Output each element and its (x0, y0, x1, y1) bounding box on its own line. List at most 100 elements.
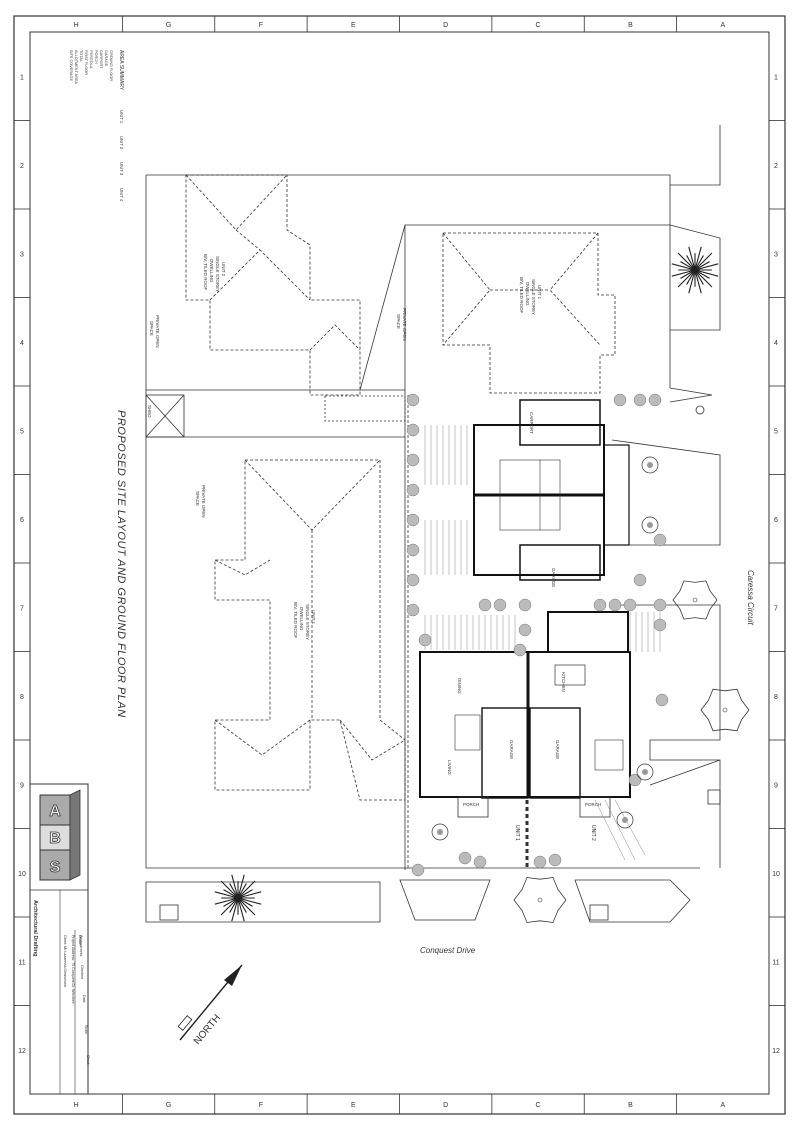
area-summary-row-label: FIRST FLOOR (84, 50, 88, 75)
garage-label-3: GARAGE (555, 740, 560, 759)
shrub-icon (406, 573, 420, 587)
area-summary-header: UNIT 4 (119, 188, 124, 202)
area-summary-row-label: PERGOLA (89, 50, 93, 69)
area-summary-header: UNIT 2 (119, 136, 124, 150)
title-block-field: Date (82, 995, 86, 1003)
rainwater-tank-icon (641, 456, 659, 474)
neighbour-unit3-roof (442, 232, 616, 394)
kitchen-label: KITCHEN (561, 672, 566, 692)
title-block-field: Checked (80, 965, 84, 979)
border-row-label: 10 (18, 871, 26, 878)
title-block-field: Amendments: (79, 935, 83, 957)
corner-splay (649, 759, 721, 786)
pit (707, 789, 721, 805)
rainwater-tank-icon (647, 522, 653, 528)
title-block-field: Scale (84, 1025, 88, 1034)
border-row-label: 8 (20, 694, 24, 701)
unit2-label-line4: B/V, TILED ROOF (203, 254, 208, 291)
border-col-label: F (259, 1102, 263, 1109)
logo-letter-a: A (49, 803, 61, 820)
unit2-label-line2: SINGLE STOREY (215, 256, 220, 292)
area-summary-row-label: ALLOTMENT AREA (74, 50, 78, 84)
shrub-icon (518, 598, 532, 612)
shrub-icon (513, 643, 527, 657)
porch-label-1: PORCH (463, 802, 479, 807)
outer-border (13, 15, 786, 1115)
carport-label: CARPORT (529, 412, 534, 434)
border-col-label: C (536, 1102, 541, 1109)
neighbour-unit2-roof (185, 174, 361, 396)
border-row-label: 6 (20, 517, 24, 524)
unit1-west-label-line3: DWELLING (299, 607, 304, 631)
area-summary-row-label: GARAGE (104, 50, 108, 67)
border-col-label: D (443, 1102, 448, 1109)
shrub-icon (653, 598, 667, 612)
area-summary-row-label: PORCH (94, 50, 98, 64)
shrub-icon (493, 598, 507, 612)
rainwater-tank-icon (622, 817, 628, 823)
abs-logo: A B S (39, 789, 81, 881)
title-block-field: Sheet (86, 1055, 90, 1064)
driveway-easement (324, 395, 406, 422)
boundary-peg (669, 387, 713, 403)
shrub-icon (653, 533, 667, 547)
border-row-label: 2 (20, 163, 24, 170)
unit1-west-label-line1: UNIT 1 (311, 610, 316, 625)
border-row-label: 12 (772, 1048, 780, 1055)
unit2-label-line1: UNIT 2 (221, 262, 226, 277)
shrub-icon (458, 851, 472, 865)
pos-label-2-line2: SPACE (396, 314, 401, 329)
shrub-icon (406, 393, 420, 407)
shrub-icon (418, 633, 432, 647)
border-row-label: 7 (20, 605, 24, 612)
shrub-icon (623, 598, 637, 612)
border-col-label: A (720, 1102, 725, 1109)
pos-label-3-line2: SPACE (195, 491, 200, 506)
border-row-label: 3 (774, 251, 778, 258)
border-row-label: 6 (774, 517, 778, 524)
area-summary-header: UNIT 1 (119, 110, 124, 124)
east-boundary-upper (611, 439, 721, 546)
shrub-icon (628, 773, 642, 787)
unit1-north-label-line1: UNIT 1 (537, 285, 542, 300)
border-row-label: 8 (774, 694, 778, 701)
north-east-boundary (670, 125, 721, 186)
pos-label-3-line1: PRIVATE OPEN (201, 485, 206, 518)
unit1-west-label-line4: B/V, TILED ROOF (293, 602, 298, 639)
border-row-label: 10 (772, 871, 780, 878)
border-row-label: 9 (20, 782, 24, 789)
pos-label-1-line2: SPACE (149, 321, 154, 336)
units-3-4-building (473, 399, 630, 581)
trees (214, 246, 750, 923)
unit2-label-line3: DWELLING (209, 259, 214, 283)
north-label: NORTH (192, 1013, 223, 1047)
tree-outline-icon (672, 580, 718, 620)
title-block-field: Client: Mr Lazarevski Deasmond (63, 935, 67, 987)
border-col-label: E (351, 1102, 356, 1109)
neighbour-nose (669, 224, 721, 331)
unit1-north-label-line2: SINGLE STOREY (531, 279, 536, 315)
sheet-title: PROPOSED SITE LAYOUT AND GROUND FLOOR PL… (115, 410, 127, 718)
border-row-label: 1 (20, 74, 24, 81)
shrubs (406, 393, 669, 877)
shrub-icon (406, 423, 420, 437)
street-east-label: Caressa Circuit (746, 570, 755, 625)
shrub-icon (548, 853, 562, 867)
shrub-icon (473, 855, 487, 869)
rainwater-tank-icon (616, 811, 634, 829)
neighbour-unit3-lot (359, 224, 670, 391)
rainwater-tank-icon (641, 516, 659, 534)
company-name: Architectural Drafting (32, 900, 38, 957)
shed-cross-b (145, 394, 185, 438)
shrub-icon (613, 393, 627, 407)
unit2-label: UNIT 2 (590, 825, 596, 841)
title-block-field: Project Address: 75 Conquest Dr, Werribe… (71, 935, 75, 1004)
units-1-2-building (419, 611, 631, 818)
border-row-label: 12 (18, 1048, 26, 1055)
shrub-icon (653, 618, 667, 632)
rainwater-tank-icon (647, 462, 653, 468)
